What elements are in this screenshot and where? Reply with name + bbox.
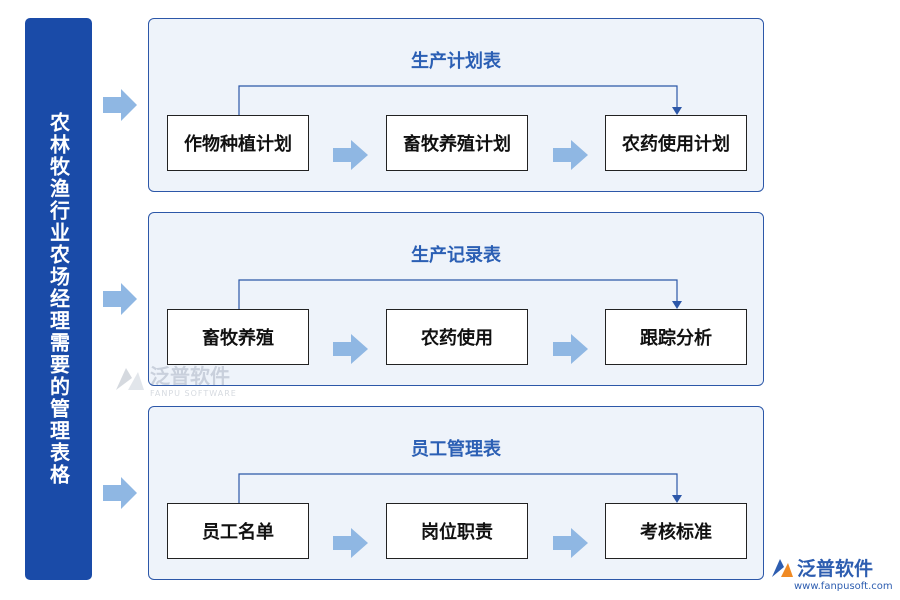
- panel-title: 员工管理表: [411, 439, 501, 460]
- panel-staff-management: 员工管理表 员工名单 岗位职责 考核标准: [148, 406, 764, 580]
- panel-title: 生产记录表: [411, 245, 501, 266]
- step-box: 考核标准: [605, 503, 747, 559]
- watermark-brand: 泛普软件: [150, 364, 230, 388]
- right-arrow-icon: [103, 477, 137, 509]
- panel-production-record: 生产记录表 畜牧养殖 农药使用 跟踪分析: [148, 212, 764, 386]
- right-arrow-icon: [333, 528, 368, 558]
- right-arrow-icon: [553, 528, 588, 558]
- logo-url: www.fanpusoft.com: [794, 581, 893, 592]
- fanpu-logo-icon: [772, 558, 793, 577]
- right-arrow-icon: [333, 140, 368, 170]
- step-box: 作物种植计划: [167, 115, 309, 171]
- right-arrow-icon: [103, 89, 137, 121]
- watermark: 泛普软件 FANPU SOFTWARE: [112, 360, 237, 398]
- step-box: 畜牧养殖计划: [386, 115, 528, 171]
- step-box: 员工名单: [167, 503, 309, 559]
- sidebar-title-bar: 农林牧渔行业农场经理需要的管理表格: [25, 18, 92, 580]
- right-arrow-icon: [553, 334, 588, 364]
- logo-brand: 泛普软件: [797, 558, 874, 580]
- step-box: 畜牧养殖: [167, 309, 309, 365]
- sidebar-title: 农林牧渔行业农场经理需要的管理表格: [46, 112, 71, 486]
- fanpu-logo-icon: [116, 368, 144, 390]
- brand-logo: 泛普软件 www.fanpusoft.com: [770, 554, 893, 592]
- step-box: 农药使用: [386, 309, 528, 365]
- step-box: 农药使用计划: [605, 115, 747, 171]
- panel-production-plan: 生产计划表 作物种植计划 畜牧养殖计划 农药使用计划: [148, 18, 764, 192]
- right-arrow-icon: [553, 140, 588, 170]
- panel-title: 生产计划表: [411, 51, 501, 72]
- step-box: 岗位职责: [386, 503, 528, 559]
- step-box: 跟踪分析: [605, 309, 747, 365]
- right-arrow-icon: [333, 334, 368, 364]
- right-arrow-icon: [103, 283, 137, 315]
- watermark-sub: FANPU SOFTWARE: [150, 389, 237, 398]
